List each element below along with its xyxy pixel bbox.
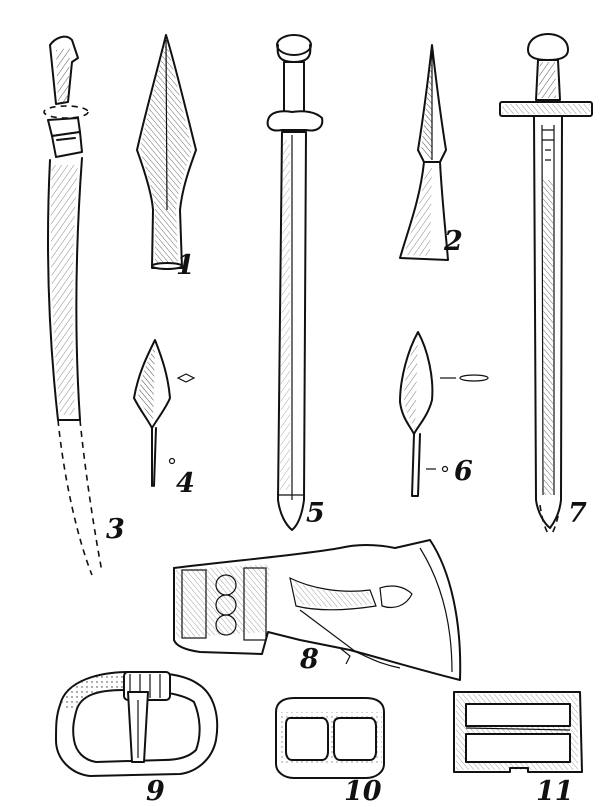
axe-head-icon bbox=[173, 539, 462, 681]
frame-buckle-icon bbox=[453, 691, 583, 773]
label-1: 1 bbox=[176, 250, 195, 281]
label-7: 7 bbox=[568, 498, 587, 529]
label-8: 8 bbox=[299, 644, 319, 675]
label-5: 5 bbox=[306, 498, 325, 529]
label-3: 3 bbox=[106, 514, 125, 545]
double-buckle-icon bbox=[275, 697, 385, 779]
buckle-icon bbox=[55, 671, 219, 777]
spearhead-narrow-icon bbox=[399, 44, 449, 261]
label-11: 11 bbox=[536, 776, 574, 807]
label-9: 9 bbox=[146, 776, 165, 807]
label-10: 10 bbox=[344, 776, 382, 807]
sword-crossguard-icon bbox=[499, 33, 593, 537]
sabre-icon bbox=[43, 35, 103, 576]
spearhead-icon bbox=[136, 34, 197, 270]
label-4: 4 bbox=[176, 468, 195, 499]
arrowhead-leaf-icon bbox=[399, 331, 489, 497]
arrowhead-icon bbox=[133, 339, 196, 487]
sword-icon bbox=[266, 34, 324, 531]
label-6: 6 bbox=[454, 456, 473, 487]
label-2: 2 bbox=[443, 226, 463, 257]
